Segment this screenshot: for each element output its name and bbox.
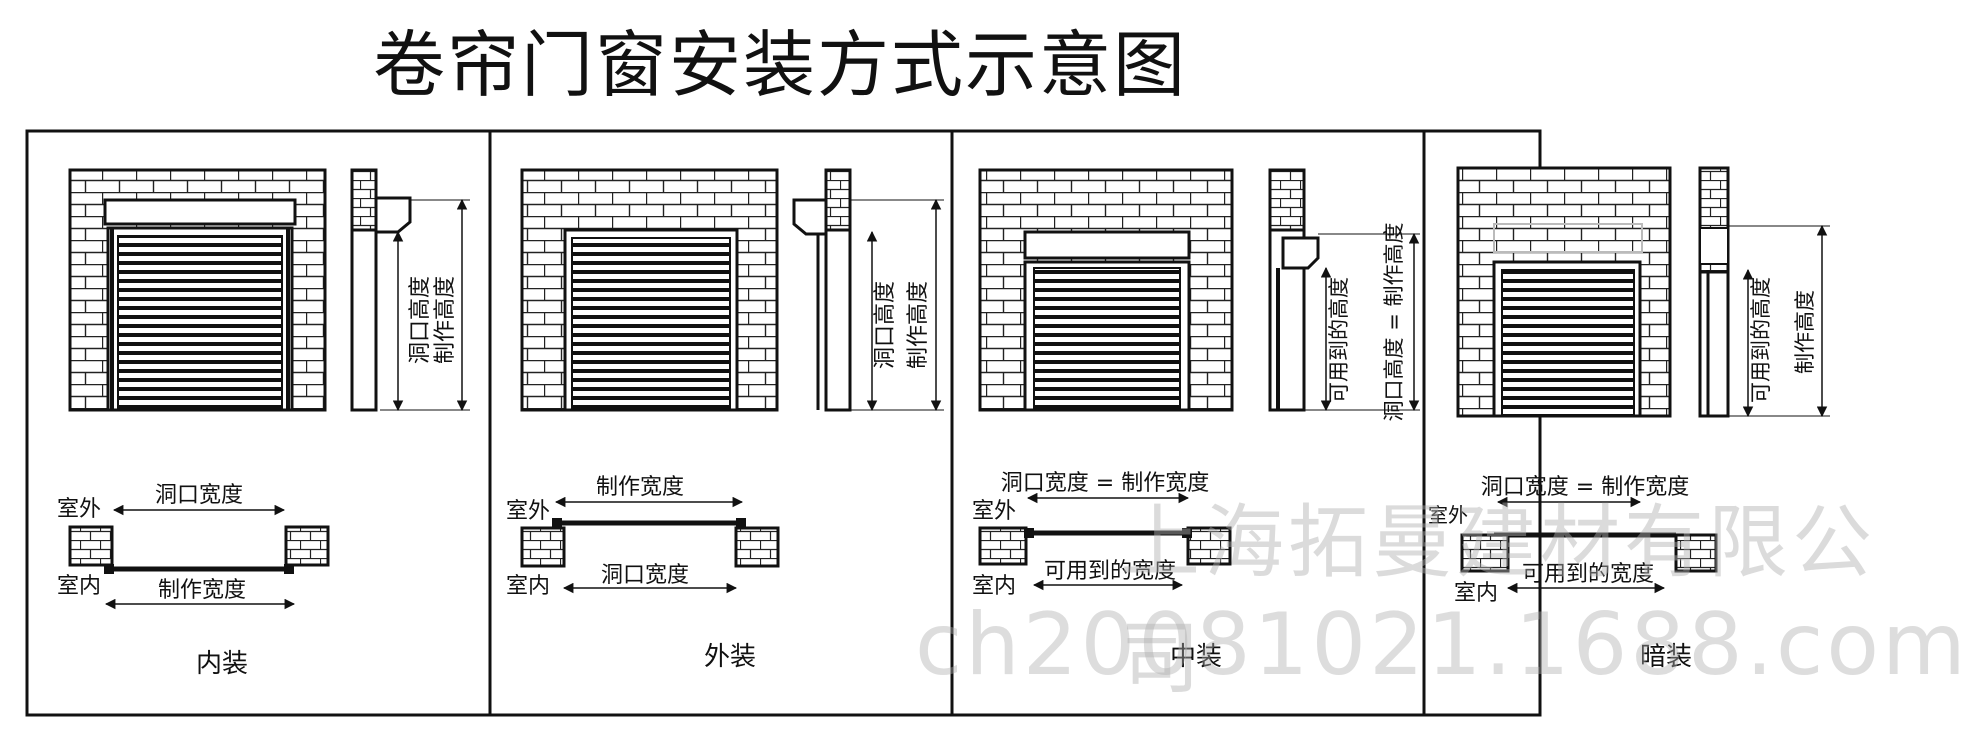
panel-caption: 暗装 xyxy=(1640,642,1692,672)
rail-mark xyxy=(552,518,562,528)
rail-mark xyxy=(104,564,114,574)
plan-wall-left xyxy=(68,525,114,567)
label-outside: 室外 xyxy=(972,499,1016,524)
vertical-label: 洞口高度 xyxy=(873,281,898,369)
vertical-label: 制作高度 xyxy=(906,281,931,369)
wall-section-lower xyxy=(350,228,378,412)
roller-box-section xyxy=(1281,236,1320,270)
plan-wall-left xyxy=(1460,533,1510,573)
roller-box-section xyxy=(792,198,828,236)
plan-wall-left xyxy=(978,526,1028,566)
dim-label-top: 制作宽度 xyxy=(596,475,684,500)
panel-concealed-mount: 可用到的高度 制作高度 洞口宽度 = 制作宽度 可用到的宽度 室外 室内 暗装 xyxy=(1428,166,1830,672)
roller-shutter xyxy=(571,237,731,411)
dim-label-bottom: 制作宽度 xyxy=(158,578,246,603)
label-outside: 室外 xyxy=(57,497,101,522)
plan-wall-right xyxy=(284,525,330,567)
diagram-title: 卷帘门窗安装方式示意图 xyxy=(372,23,1187,107)
dim-label-top: 洞口宽度 xyxy=(155,483,243,508)
vertical-label: 制作高度 xyxy=(433,276,458,364)
panel-caption: 中装 xyxy=(1170,642,1222,672)
plan-wall-right xyxy=(1186,526,1232,566)
plan-wall-right xyxy=(734,526,780,568)
dim-label-bottom: 洞口宽度 xyxy=(601,563,689,588)
plan-wall-right xyxy=(1674,533,1718,573)
vertical-label: 制作高度 xyxy=(1793,290,1817,374)
roller-box xyxy=(103,198,297,226)
roller-shutter xyxy=(1501,269,1635,417)
concealed-box-outline xyxy=(1493,223,1643,253)
label-outside: 室外 xyxy=(506,499,550,524)
rail-mark xyxy=(736,518,746,528)
dim-label-bottom: 可用到的宽度 xyxy=(1522,562,1654,587)
dim-label-top: 洞口宽度 = 制作宽度 xyxy=(1001,471,1209,496)
label-inside: 室内 xyxy=(1454,581,1498,606)
panel-inner-mount: 洞口高度 制作高度 室外 洞口宽度 室内 制作宽度 内装 xyxy=(57,168,470,679)
panel-caption: 外装 xyxy=(704,642,756,672)
roller-shutter xyxy=(1033,267,1181,411)
wall-section-lower xyxy=(824,228,852,412)
label-inside: 室内 xyxy=(972,574,1016,599)
concealed-box-section xyxy=(1699,227,1729,265)
label-inside: 室内 xyxy=(506,574,550,599)
dim-label-top: 洞口宽度 = 制作宽度 xyxy=(1481,475,1689,500)
label-outside: 室外 xyxy=(1428,503,1468,527)
label-inside: 室内 xyxy=(57,574,101,599)
rail-mark xyxy=(1182,528,1192,538)
installation-diagram: 洞口高度 制作高度 室外 洞口宽度 室内 制作宽度 内装 洞口高度 制作高度 室… xyxy=(25,129,1830,717)
panel-outer-mount: 洞口高度 制作高度 室外 制作宽度 洞口宽度 室内 外装 xyxy=(506,168,944,672)
vertical-label: 可用到的高度 xyxy=(1327,277,1351,403)
panel-middle-mount: 可用到的高度 洞口高度 = 制作高度 洞口宽度 = 制作宽度 室外 可用到的宽度… xyxy=(972,168,1420,672)
plan-wall-left xyxy=(520,526,566,568)
vertical-label: 可用到的高度 xyxy=(1749,277,1773,403)
panel-caption: 内装 xyxy=(196,649,248,679)
rail-mark xyxy=(284,564,294,574)
roller-box-section xyxy=(374,196,412,234)
roller-box xyxy=(1023,230,1191,260)
dim-label-bottom: 可用到的宽度 xyxy=(1044,559,1176,584)
wall-section-lower xyxy=(1698,270,1730,418)
rail-mark xyxy=(1024,528,1034,538)
vertical-label: 洞口高度 xyxy=(408,276,433,364)
roller-shutter xyxy=(117,235,283,411)
outer-frame xyxy=(25,129,1542,717)
vertical-label: 洞口高度 = 制作高度 xyxy=(1382,223,1406,422)
